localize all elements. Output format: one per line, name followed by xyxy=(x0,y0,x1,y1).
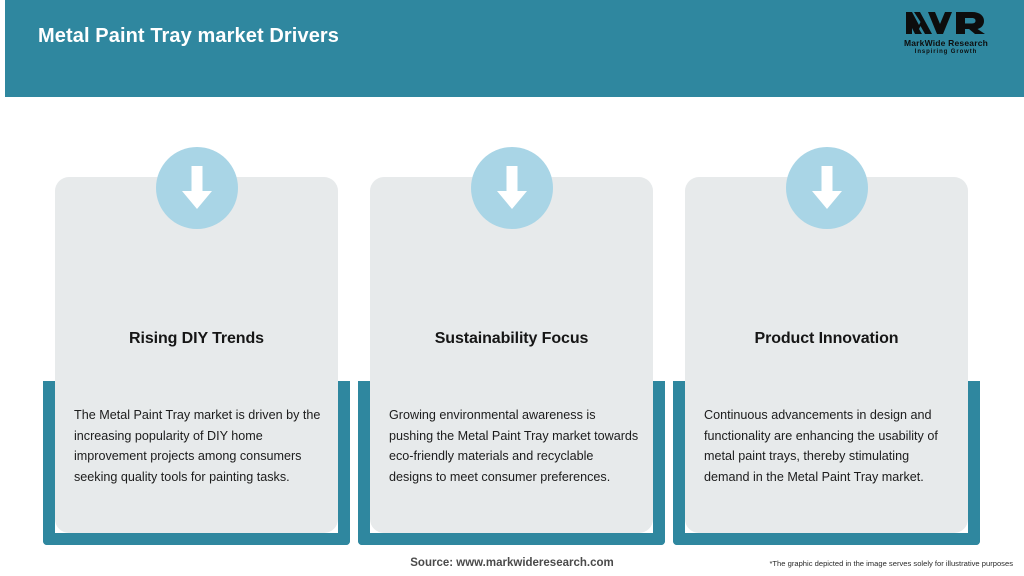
driver-card-3: Product Innovation Continuous advancemen… xyxy=(673,97,980,545)
card-title: Rising DIY Trends xyxy=(129,330,264,347)
source-label: Source: www.markwideresearch.com xyxy=(410,557,614,569)
card-accent-bracket xyxy=(673,381,980,545)
drivers-card-list: Rising DIY Trends The Metal Paint Tray m… xyxy=(0,97,1024,545)
card-title: Product Innovation xyxy=(754,330,899,347)
card-panel: Sustainability Focus Growing environment… xyxy=(370,177,653,533)
card-title: Sustainability Focus xyxy=(434,330,589,347)
page-header: Metal Paint Tray market Drivers MarkWide… xyxy=(5,0,1024,97)
arrow-down-icon xyxy=(155,147,238,229)
page-title: Metal Paint Tray market Drivers xyxy=(38,25,340,47)
driver-card-2: Sustainability Focus Growing environment… xyxy=(358,97,665,545)
card-body-text: Continuous advancements in design and fu… xyxy=(704,408,938,484)
arrow-down-glyph xyxy=(811,166,842,209)
card-accent-bracket xyxy=(358,381,665,545)
disclaimer-note: *The graphic depicted in the image serve… xyxy=(769,559,1013,568)
driver-card-1: Rising DIY Trends The Metal Paint Tray m… xyxy=(43,97,350,545)
logo-tagline: Inspiring Growth xyxy=(914,49,978,55)
card-accent-bracket xyxy=(43,381,350,545)
card-panel: Product Innovation Continuous advancemen… xyxy=(685,177,968,533)
mwr-logo-mark xyxy=(906,12,985,34)
markwide-research-logo: MarkWide Research Inspiring Growth xyxy=(890,9,1002,61)
arrow-down-icon xyxy=(470,147,553,229)
arrow-down-icon xyxy=(785,147,868,229)
card-panel: Rising DIY Trends The Metal Paint Tray m… xyxy=(55,177,338,533)
card-body-text: Growing environmental awareness is pushi… xyxy=(389,408,639,484)
arrow-down-glyph xyxy=(496,166,527,209)
logo-company-name: MarkWide Research xyxy=(903,38,989,48)
card-body-text: The Metal Paint Tray market is driven by… xyxy=(74,408,321,484)
arrow-down-glyph xyxy=(181,166,212,209)
